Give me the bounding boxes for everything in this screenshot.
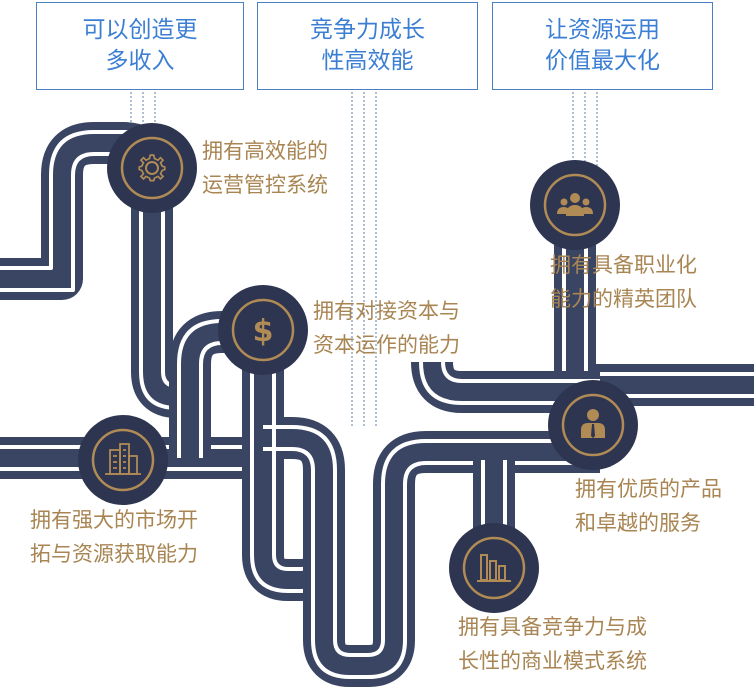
capability-label-products: 拥有优质的产品 和卓越的服务 <box>575 477 722 535</box>
node-team <box>530 160 620 250</box>
node-buildings <box>78 415 168 505</box>
node-gear <box>107 123 197 213</box>
goal-connectors <box>130 92 598 428</box>
team-icon <box>557 193 593 216</box>
gear-icon <box>138 154 166 182</box>
node-bar-chart <box>449 523 539 613</box>
capability-label-capital: 拥有对接资本与 资本运作的能力 <box>313 299 460 357</box>
bar-chart-icon <box>477 554 511 582</box>
capability-label-operations: 拥有高效能的 运营管控系统 <box>202 139 328 197</box>
node-dollar: $ <box>218 285 308 375</box>
capability-label-market: 拥有强大的市场开 拓与资源获取能力 <box>30 508 198 566</box>
dollar-icon: $ <box>253 314 274 349</box>
buildings-icon <box>105 443 141 475</box>
node-person <box>548 380 638 470</box>
goal-text: 让资源运用 价值最大化 <box>545 17 660 74</box>
capability-label-team: 拥有具备职业化 能力的精英团队 <box>550 253 697 311</box>
goal-text: 竞争力成长 性高效能 <box>310 17 425 74</box>
goal-box-resources: 让资源运用 价值最大化 <box>492 2 713 90</box>
goal-box-revenue: 可以创造更 多收入 <box>36 2 244 90</box>
road-d <box>303 431 600 687</box>
person-icon <box>581 409 605 438</box>
roads <box>0 122 754 687</box>
capability-label-business-model: 拥有具备竞争力与成 长性的商业模式系统 <box>458 615 647 673</box>
goal-box-competitiveness: 竞争力成长 性高效能 <box>257 2 478 90</box>
goal-text: 可以创造更 多收入 <box>82 17 198 74</box>
